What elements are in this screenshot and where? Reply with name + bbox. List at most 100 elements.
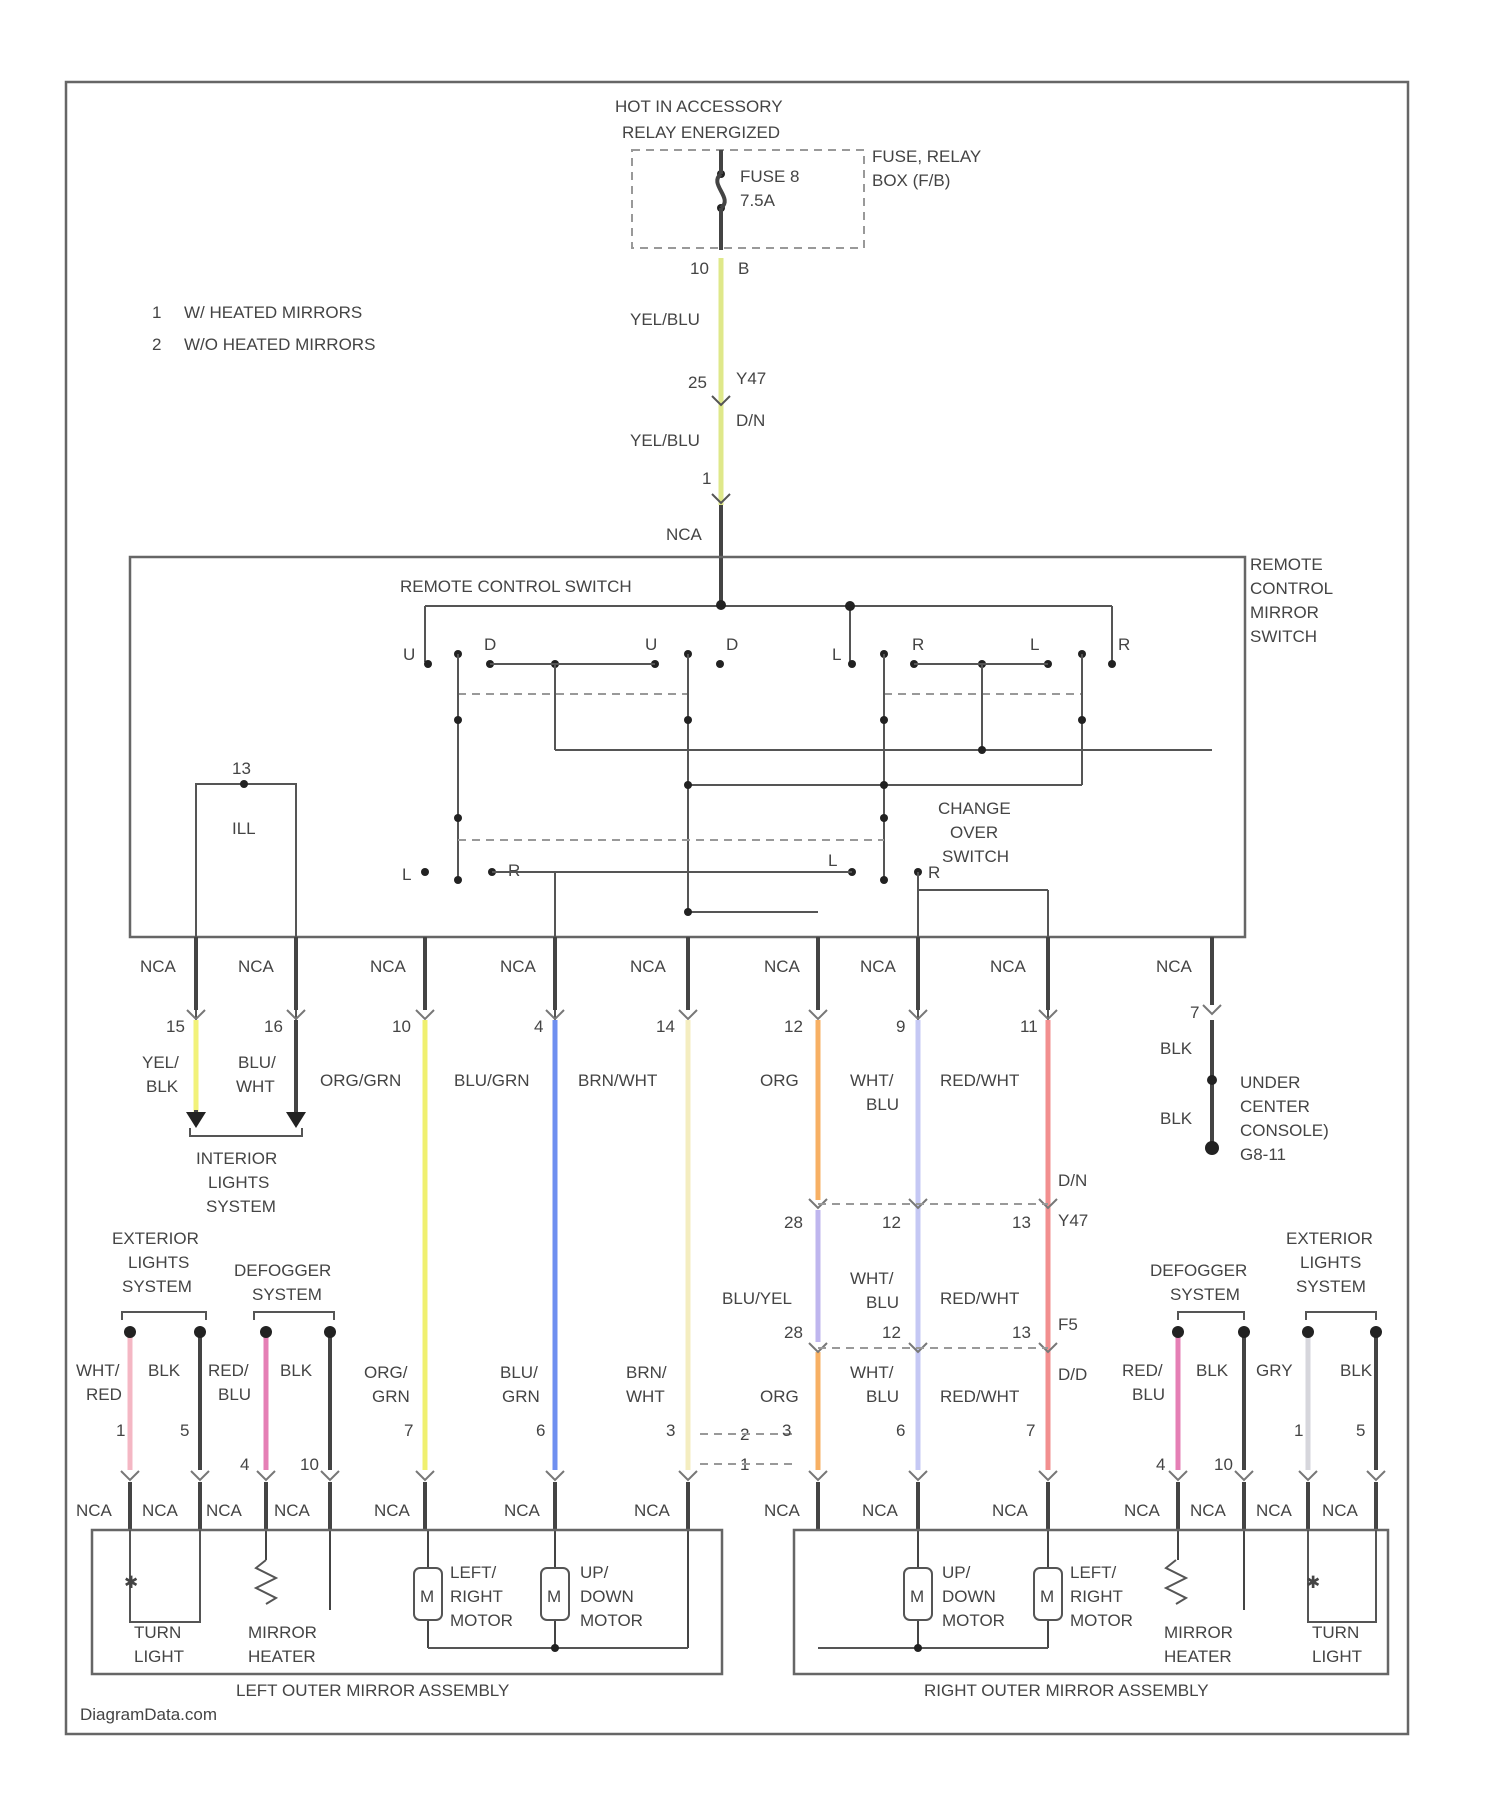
heater-icon xyxy=(1166,1560,1186,1604)
ill-pin: 13 xyxy=(232,759,251,778)
harness-pin-4: 4 xyxy=(534,1017,543,1036)
fuse-pin-right: B xyxy=(738,259,749,278)
inline-bottom-label-b: D/D xyxy=(1058,1365,1087,1384)
left-motor-pin-6: 6 xyxy=(536,1421,545,1440)
right-nca: NCA xyxy=(992,1501,1029,1520)
right-lr-motor-1: LEFT/ xyxy=(1070,1563,1117,1582)
assembly-connector xyxy=(191,1471,209,1480)
left-defogger-bracket xyxy=(254,1312,334,1320)
right-assembly-label: RIGHT OUTER MIRROR ASSEMBLY xyxy=(924,1681,1209,1700)
selector-l2: L xyxy=(828,851,837,870)
right-mirror-heater-2: HEATER xyxy=(1164,1647,1232,1666)
left-motor-wire-brn-wht-1: BRN/ xyxy=(626,1363,667,1382)
left-pin-4: 4 xyxy=(240,1455,249,1474)
switch-assembly-label-3: MIRROR xyxy=(1250,603,1319,622)
right-ud-motor-2: DOWN xyxy=(942,1587,996,1606)
inline-bottom-pin-28: 28 xyxy=(784,1323,803,1342)
harness-pin-11: 11 xyxy=(1020,1017,1038,1036)
left-assembly-label: LEFT OUTER MIRROR ASSEMBLY xyxy=(236,1681,509,1700)
assembly-connector xyxy=(1367,1471,1385,1480)
wire-label-yel-blk-2: BLK xyxy=(146,1077,179,1096)
right-turn-light-1: TURN xyxy=(1312,1623,1359,1642)
assembly-connector xyxy=(1299,1471,1317,1480)
left-lr-motor-3: MOTOR xyxy=(450,1611,513,1630)
wire-label-blu-grn: BLU/GRN xyxy=(454,1071,530,1090)
selector-r: R xyxy=(508,861,520,880)
harness-nca: NCA xyxy=(238,957,275,976)
left-wire-red-blu-1: RED/ xyxy=(208,1361,249,1380)
left-nca: NCA xyxy=(374,1501,411,1520)
changeover-label-3: SWITCH xyxy=(942,847,1009,866)
left-wire-wht-red-1: WHT/ xyxy=(76,1361,120,1380)
motor-icon-m: M xyxy=(1040,1587,1054,1606)
junction xyxy=(454,814,462,822)
assembly-connector xyxy=(121,1471,139,1480)
right-ext-lights-3: SYSTEM xyxy=(1296,1277,1366,1296)
junction xyxy=(880,716,888,724)
inline-bottom-label-a: F5 xyxy=(1058,1315,1078,1334)
ground-label-1: UNDER xyxy=(1240,1073,1300,1092)
contact-u2: U xyxy=(645,635,657,654)
contact-u: U xyxy=(403,645,415,664)
left-turn-light-1: TURN xyxy=(134,1623,181,1642)
left-mirror-heater-1: MIRROR xyxy=(248,1623,317,1642)
fuse-label: FUSE 8 xyxy=(740,167,800,186)
selector-contact xyxy=(880,876,888,884)
selector-contact xyxy=(421,868,429,876)
inline-wire-left: BLU/YEL xyxy=(722,1289,792,1308)
assembly-connector xyxy=(257,1471,275,1480)
left-defogger-2: SYSTEM xyxy=(252,1285,322,1304)
fuse-box-label-2: BOX (F/B) xyxy=(872,171,950,190)
right-motor-wire-wht-blu-1: WHT/ xyxy=(850,1363,894,1382)
remote-control-switch-label: REMOTE CONTROL SWITCH xyxy=(400,577,632,596)
right-nca: NCA xyxy=(862,1501,899,1520)
right-ext-lights-1: EXTERIOR xyxy=(1286,1229,1373,1248)
interior-lights-arrow xyxy=(186,1112,206,1128)
harness-nca: NCA xyxy=(500,957,537,976)
right-motor-pin-6: 6 xyxy=(896,1421,905,1440)
left-mirror-heater-2: HEATER xyxy=(248,1647,316,1666)
contact-dot xyxy=(716,660,724,668)
contact-dot xyxy=(424,660,432,668)
left-nca: NCA xyxy=(76,1501,113,1520)
harness-pin-15: 15 xyxy=(166,1017,185,1036)
feed-wire-label-1: YEL/BLU xyxy=(630,310,700,329)
junction xyxy=(684,908,692,916)
harness-pin-16: 16 xyxy=(264,1017,283,1036)
legend-num-2: 2 xyxy=(152,335,161,354)
feed-conn-label: Y47 xyxy=(736,369,766,388)
right-pin-4: 4 xyxy=(1156,1455,1165,1474)
right-motor-wire-wht-blu-2: BLU xyxy=(866,1387,899,1406)
junction xyxy=(978,746,986,754)
right-wire-red-blu-1: RED/ xyxy=(1122,1361,1163,1380)
left-wire-blk-2: BLK xyxy=(280,1361,313,1380)
right-wire-gry: GRY xyxy=(1256,1361,1293,1380)
feed-conn-pin: 25 xyxy=(688,373,707,392)
right-nca: NCA xyxy=(764,1501,801,1520)
contact-l: L xyxy=(832,645,841,664)
contact-d: D xyxy=(484,635,496,654)
ground-splice xyxy=(1207,1075,1217,1085)
assembly-connector xyxy=(809,1471,827,1480)
junction xyxy=(684,716,692,724)
left-ud-motor-2: DOWN xyxy=(580,1587,634,1606)
left-pin-5: 5 xyxy=(180,1421,189,1440)
right-lr-motor-2: RIGHT xyxy=(1070,1587,1123,1606)
right-nca: NCA xyxy=(1190,1501,1227,1520)
right-nca: NCA xyxy=(1256,1501,1293,1520)
inline-top-pin-28: 28 xyxy=(784,1213,803,1232)
switch-assembly-label-1: REMOTE xyxy=(1250,555,1323,574)
left-nca: NCA xyxy=(206,1501,243,1520)
right-defogger-1: DEFOGGER xyxy=(1150,1261,1247,1280)
fuse-rating: 7.5A xyxy=(740,191,776,210)
feed-conn-bottom-label: D/N xyxy=(736,411,765,430)
right-wire-blk-1: BLK xyxy=(1196,1361,1229,1380)
system-terminal xyxy=(1302,1326,1314,1338)
source-line-2: RELAY ENERGIZED xyxy=(622,123,780,142)
right-wire-red-blu-2: BLU xyxy=(1132,1385,1165,1404)
selector-l: L xyxy=(402,865,411,884)
interior-lights-bracket xyxy=(190,1128,302,1136)
inline-top-pin-12: 12 xyxy=(882,1213,901,1232)
inline-bottom-pin-13: 13 xyxy=(1012,1323,1031,1342)
wire-label-yel-blk: YEL/ xyxy=(142,1053,179,1072)
